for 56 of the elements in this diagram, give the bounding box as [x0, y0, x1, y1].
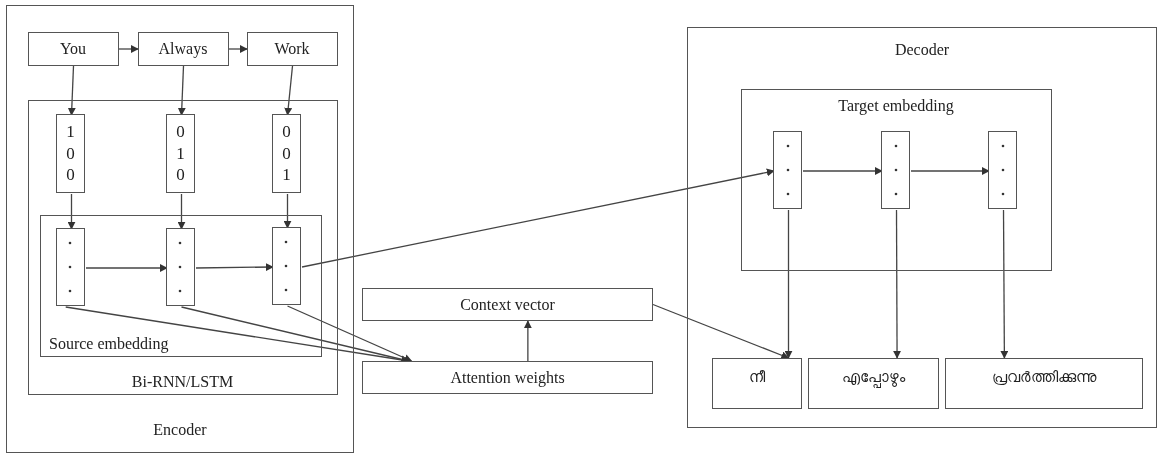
- word-box: [27, 31, 119, 66]
- word-box: [137, 31, 229, 66]
- group-frame: [27, 99, 338, 395]
- one-hot-vector-box: [166, 114, 195, 193]
- box-label: പ്രവർത്തിക്കുന്നു: [991, 368, 1096, 385]
- arrow: [67, 193, 76, 230]
- word-box: [362, 288, 653, 321]
- arrow: [85, 264, 168, 272]
- arrow: [802, 167, 883, 175]
- arrow: [286, 305, 413, 362]
- box-label: Work: [274, 39, 310, 58]
- group-frame: [6, 5, 354, 453]
- word-box: [246, 31, 338, 66]
- box-label: Always: [158, 39, 208, 58]
- word-box: [362, 361, 653, 394]
- group-label: Bi-RNN/LSTM: [131, 373, 234, 390]
- vector-values: 0 1 0: [176, 121, 185, 186]
- group-frame: [40, 215, 322, 357]
- box-label: Attention weights: [450, 368, 565, 387]
- one-hot-vector-box: [56, 114, 85, 193]
- group-frame: [740, 88, 1052, 271]
- output-word-box: [807, 357, 939, 409]
- group-frame: [687, 27, 1157, 428]
- arrow: [118, 45, 139, 53]
- group-label: Target embedding: [838, 97, 954, 114]
- arrow: [910, 167, 990, 175]
- vector-values: 0 0 1: [282, 121, 291, 186]
- box-label: Context vector: [460, 295, 555, 314]
- output-word-box: [711, 357, 802, 409]
- arrow: [284, 65, 294, 116]
- vector-box: [773, 131, 802, 209]
- vector-values: 1 0 0: [66, 121, 75, 186]
- arrow: [301, 168, 775, 268]
- arrow: [228, 45, 248, 53]
- arrow: [523, 320, 532, 362]
- box-label: നീ: [748, 368, 765, 385]
- group-label: Encoder: [153, 422, 207, 438]
- one-hot-vector-box: [272, 114, 301, 193]
- arrow: [177, 193, 186, 230]
- output-word-box: [944, 357, 1143, 409]
- arrow: [652, 303, 790, 360]
- arrow: [1000, 209, 1009, 359]
- arrow: [177, 65, 186, 116]
- arrow: [784, 209, 793, 359]
- vector-box: [55, 227, 85, 306]
- vector-box: [881, 131, 910, 209]
- arrow: [67, 65, 76, 116]
- arrow: [195, 263, 274, 272]
- vector-box: [988, 131, 1017, 209]
- vector-box: [271, 226, 301, 305]
- group-label: Source embedding: [49, 336, 169, 352]
- box-label: You: [60, 39, 86, 58]
- arrow: [283, 193, 292, 229]
- arrow: [893, 209, 902, 359]
- vector-box: [165, 227, 195, 306]
- group-label: Decoder: [894, 42, 950, 58]
